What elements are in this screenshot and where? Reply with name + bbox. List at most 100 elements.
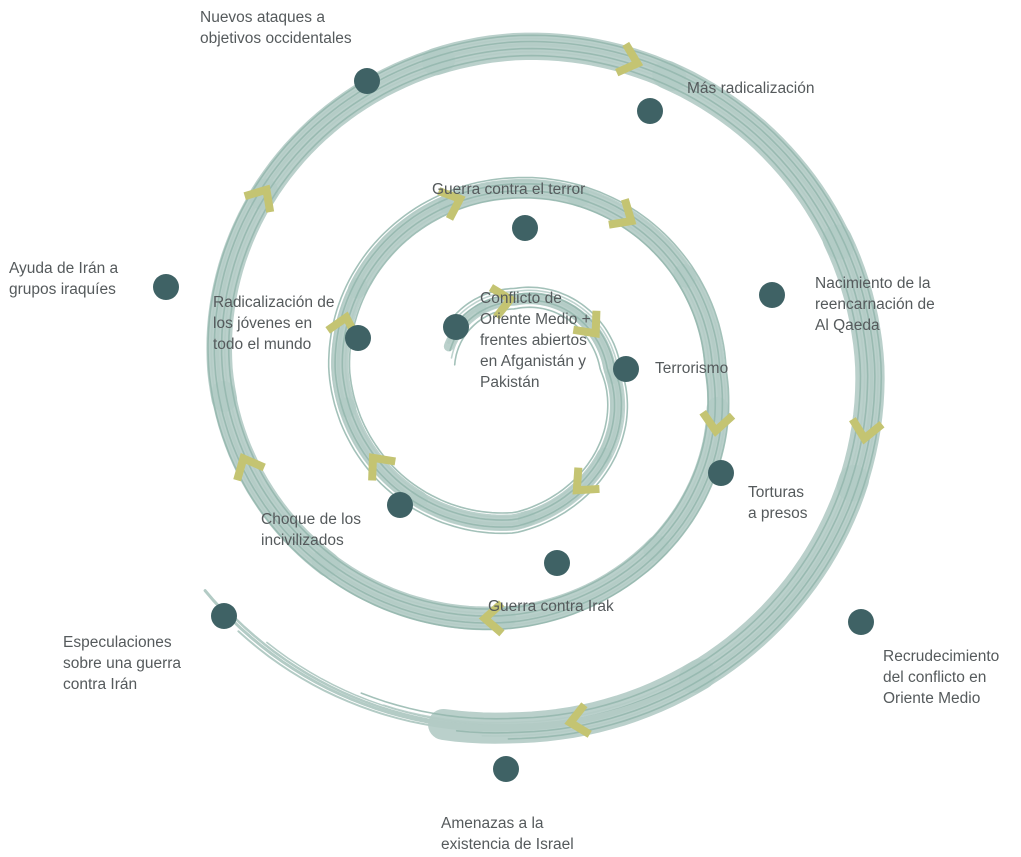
node-dot-nuevos-ataques bbox=[354, 68, 380, 94]
label-line: Nuevos ataques a bbox=[200, 9, 325, 26]
label-line: todo el mundo bbox=[213, 336, 312, 353]
label-especulaciones: Especulaciones sobre una guerra contra I… bbox=[63, 632, 181, 695]
label-line: Amenazas a la bbox=[441, 815, 544, 832]
spiral-tail-stroke bbox=[237, 630, 694, 732]
label-line: frentes abiertos bbox=[480, 332, 587, 349]
chevron-arrow-icon bbox=[608, 198, 637, 229]
spiral-band-segment bbox=[673, 264, 729, 423]
spiral-band-segment bbox=[524, 292, 590, 327]
label-line: grupos iraquíes bbox=[9, 281, 116, 298]
spiral-band-segment bbox=[248, 46, 456, 210]
label-line: Recrudecimiento bbox=[883, 648, 1000, 665]
label-line: existencia de Israel bbox=[441, 836, 574, 853]
label-line: Conflicto de bbox=[480, 290, 562, 307]
spiral-brush-stroke bbox=[207, 34, 883, 740]
chevron-arrow-icon bbox=[572, 310, 601, 339]
spiral-band-segment bbox=[576, 312, 620, 384]
spiral-band-segment bbox=[331, 277, 368, 418]
label-line: contra Irán bbox=[63, 676, 138, 693]
spiral-brush-stroke bbox=[210, 37, 879, 737]
label-line: los jóvenes en bbox=[213, 315, 313, 332]
spiral-band-segment bbox=[678, 465, 869, 694]
node-dot-choque bbox=[387, 492, 413, 518]
spiral-band-segment bbox=[487, 535, 669, 630]
spiral-tail-stroke bbox=[266, 641, 702, 726]
spiral-band-segment bbox=[652, 60, 855, 260]
spiral-band-segment bbox=[822, 224, 885, 502]
label-choque: Choque de los incivilizados bbox=[261, 509, 361, 551]
spiral-band-segment bbox=[566, 185, 697, 288]
chevron-arrow-icon bbox=[564, 702, 592, 738]
label-nacimiento: Nacimiento de la reencarnación de Al Qae… bbox=[815, 273, 935, 336]
label-line: Nacimiento de la bbox=[815, 275, 931, 292]
chevron-arrow-icon bbox=[243, 184, 275, 213]
node-dot-center bbox=[443, 314, 469, 340]
chevron-arrow-icon bbox=[699, 409, 736, 437]
label-line: del conflicto en bbox=[883, 669, 987, 686]
label-line: Más radicalización bbox=[687, 80, 815, 97]
label-nuevos-ataques: Nuevos ataques a objetivos occidentales bbox=[200, 7, 352, 49]
label-line: sobre una guerra bbox=[63, 655, 182, 672]
spiral-nodes bbox=[153, 68, 874, 782]
label-line: incivilizados bbox=[261, 532, 344, 549]
label-line: Especulaciones bbox=[63, 634, 172, 651]
spiral-brush-stroke bbox=[213, 40, 876, 734]
spiral-band bbox=[206, 32, 885, 744]
spiral-brush-stroke bbox=[216, 43, 874, 732]
label-line: Choque de los bbox=[261, 511, 361, 528]
node-dot-ayuda-iran bbox=[153, 274, 179, 300]
label-line: a presos bbox=[748, 505, 808, 522]
label-mas-radicalizacion: Más radicalización bbox=[687, 78, 815, 99]
label-guerra-contra-irak: Guerra contra Irak bbox=[488, 596, 614, 617]
direction-arrows bbox=[233, 41, 885, 738]
node-dot-torturas bbox=[708, 460, 734, 486]
chevron-arrow-icon bbox=[233, 453, 266, 482]
chevron-arrow-icon bbox=[437, 187, 466, 221]
chevron-arrow-icon bbox=[615, 41, 644, 77]
node-dot-recrudecimiento bbox=[848, 609, 874, 635]
label-line: Oriente Medio bbox=[883, 690, 981, 707]
label-terrorismo: Terrorismo bbox=[655, 358, 728, 379]
spiral-band-segment bbox=[206, 178, 279, 412]
label-recrudecimiento: Recrudecimiento del conflicto en Oriente… bbox=[883, 646, 999, 709]
node-dot-terrorismo bbox=[613, 356, 639, 382]
node-dot-especulaciones bbox=[211, 603, 237, 629]
spiral-brush-stroke bbox=[220, 47, 869, 727]
spiral-brush-stroke bbox=[224, 50, 866, 724]
label-line: Guerra contra el terror bbox=[432, 181, 586, 198]
label-line: Oriente Medio + bbox=[480, 311, 591, 328]
label-line: reencarnación de bbox=[815, 296, 935, 313]
label-amenazas: Amenazas a la existencia de Israel bbox=[441, 813, 574, 855]
chevron-arrow-icon bbox=[478, 600, 505, 637]
label-radicalizacion-jovenes: Radicalización de los jóvenes en todo el… bbox=[213, 292, 335, 355]
node-dot-guerra-terror bbox=[512, 215, 538, 241]
spiral-brush-stroke bbox=[227, 54, 862, 720]
label-line: objetivos occidentales bbox=[200, 30, 352, 47]
label-ayuda-iran: Ayuda de Irán a grupos iraquíes bbox=[9, 258, 118, 300]
chevron-arrow-icon bbox=[849, 417, 885, 445]
label-line: Al Qaeda bbox=[815, 317, 880, 334]
spiral-tail-stroke bbox=[224, 607, 701, 728]
node-dot-guerra-irak bbox=[544, 550, 570, 576]
label-line: en Afganistán y bbox=[480, 353, 586, 370]
label-line: Torturas bbox=[748, 484, 804, 501]
spiral-band-segment bbox=[347, 193, 461, 299]
label-torturas: Torturas a presos bbox=[748, 482, 807, 524]
node-dot-radicalizacion-jovenes bbox=[345, 325, 371, 351]
chevron-arrow-icon bbox=[572, 467, 600, 495]
node-dot-mas-radicalizacion bbox=[637, 98, 663, 124]
label-center: Conflicto de Oriente Medio + frentes abi… bbox=[480, 288, 591, 393]
label-guerra-contra-el-terror: Guerra contra el terror bbox=[432, 179, 585, 200]
node-dot-nacimiento bbox=[759, 282, 785, 308]
node-dot-amenazas bbox=[493, 756, 519, 782]
label-line: Radicalización de bbox=[213, 294, 335, 311]
spiral-band-segment bbox=[311, 549, 516, 631]
label-line: Terrorismo bbox=[655, 360, 729, 377]
chevron-arrow-icon bbox=[368, 453, 396, 481]
spiral-band-segment bbox=[210, 380, 341, 577]
label-line: Ayuda de Irán a bbox=[9, 260, 119, 277]
chevron-arrow-icon bbox=[488, 284, 517, 320]
label-line: Pakistán bbox=[480, 374, 540, 391]
spiral-band-segment bbox=[438, 178, 591, 214]
